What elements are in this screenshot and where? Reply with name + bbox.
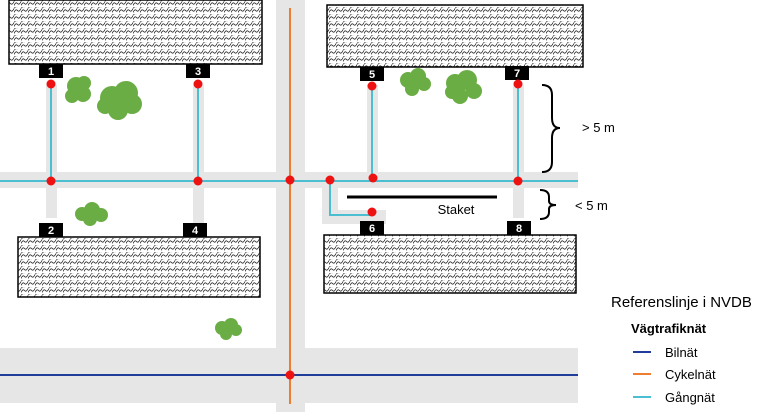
svg-text:8: 8: [516, 223, 522, 235]
entrance-label: 6: [360, 221, 384, 235]
tree-icon: [65, 76, 91, 103]
gangnat-link-6: [329, 181, 372, 216]
node: [285, 175, 295, 185]
node: [513, 176, 523, 186]
fence: Staket: [347, 195, 497, 217]
svg-text:Bilnät: Bilnät: [665, 345, 698, 360]
node: [325, 175, 335, 185]
path-strip-8: [513, 188, 524, 218]
tree-icon: [215, 318, 242, 340]
building-bottom-right: [323, 234, 577, 294]
svg-text:7: 7: [514, 68, 520, 80]
dimension-far-label: > 5 m: [582, 120, 615, 135]
node: [513, 79, 523, 89]
dimension-near: < 5 m: [539, 189, 608, 220]
buildings: [8, 0, 584, 298]
tree-icon: [445, 70, 482, 104]
node: [285, 370, 295, 380]
building-top-right: [326, 4, 584, 68]
building-bottom-left: [17, 236, 261, 298]
entrance-label: 3: [186, 64, 210, 78]
svg-text:3: 3: [195, 66, 201, 78]
legend-item-cykelnat: Cykelnät: [633, 367, 716, 382]
trees: [65, 68, 482, 340]
tree-icon: [97, 81, 142, 120]
dimension-far: > 5 m: [541, 84, 615, 173]
entrance-label: 8: [507, 221, 531, 235]
legend-item-gangnat: Gångnät: [633, 390, 715, 405]
tree-icon: [75, 202, 108, 226]
path-strip-4: [193, 188, 204, 223]
entrance-label: 4: [183, 223, 207, 237]
svg-text:Cykelnät: Cykelnät: [665, 367, 716, 382]
path-strip-2: [46, 188, 57, 218]
node: [367, 207, 377, 217]
svg-text:4: 4: [192, 225, 199, 237]
entrance-label: 2: [39, 223, 63, 237]
legend-subtitle: Vägtrafiknät: [631, 321, 707, 336]
svg-text:1: 1: [48, 66, 54, 78]
node: [193, 79, 203, 89]
network-nodes: [46, 79, 523, 380]
legend-item-bilnat: Bilnät: [633, 345, 698, 360]
entrance-label: 5: [360, 67, 384, 81]
svg-text:Gångnät: Gångnät: [665, 390, 715, 405]
entrance-label: 1: [39, 64, 63, 78]
brace-near: [539, 189, 557, 220]
building-top-left: [8, 0, 263, 65]
legend: Referenslinje i NVDB Vägtrafiknät Bilnät…: [611, 294, 752, 405]
node: [46, 79, 56, 89]
entrance-labels: 1 2 3 4 5 6 7 8: [39, 64, 531, 237]
tree-icon: [400, 68, 431, 96]
svg-text:6: 6: [369, 223, 375, 235]
brace-far: [541, 84, 561, 173]
node: [46, 176, 56, 186]
node: [367, 81, 377, 91]
node: [193, 176, 203, 186]
legend-title: Referenslinje i NVDB: [611, 294, 752, 311]
dimension-near-label: < 5 m: [575, 198, 608, 213]
node: [368, 173, 378, 183]
fence-label: Staket: [438, 202, 475, 217]
entrance-label: 7: [505, 66, 529, 80]
svg-text:5: 5: [369, 69, 375, 81]
svg-text:2: 2: [48, 225, 54, 237]
